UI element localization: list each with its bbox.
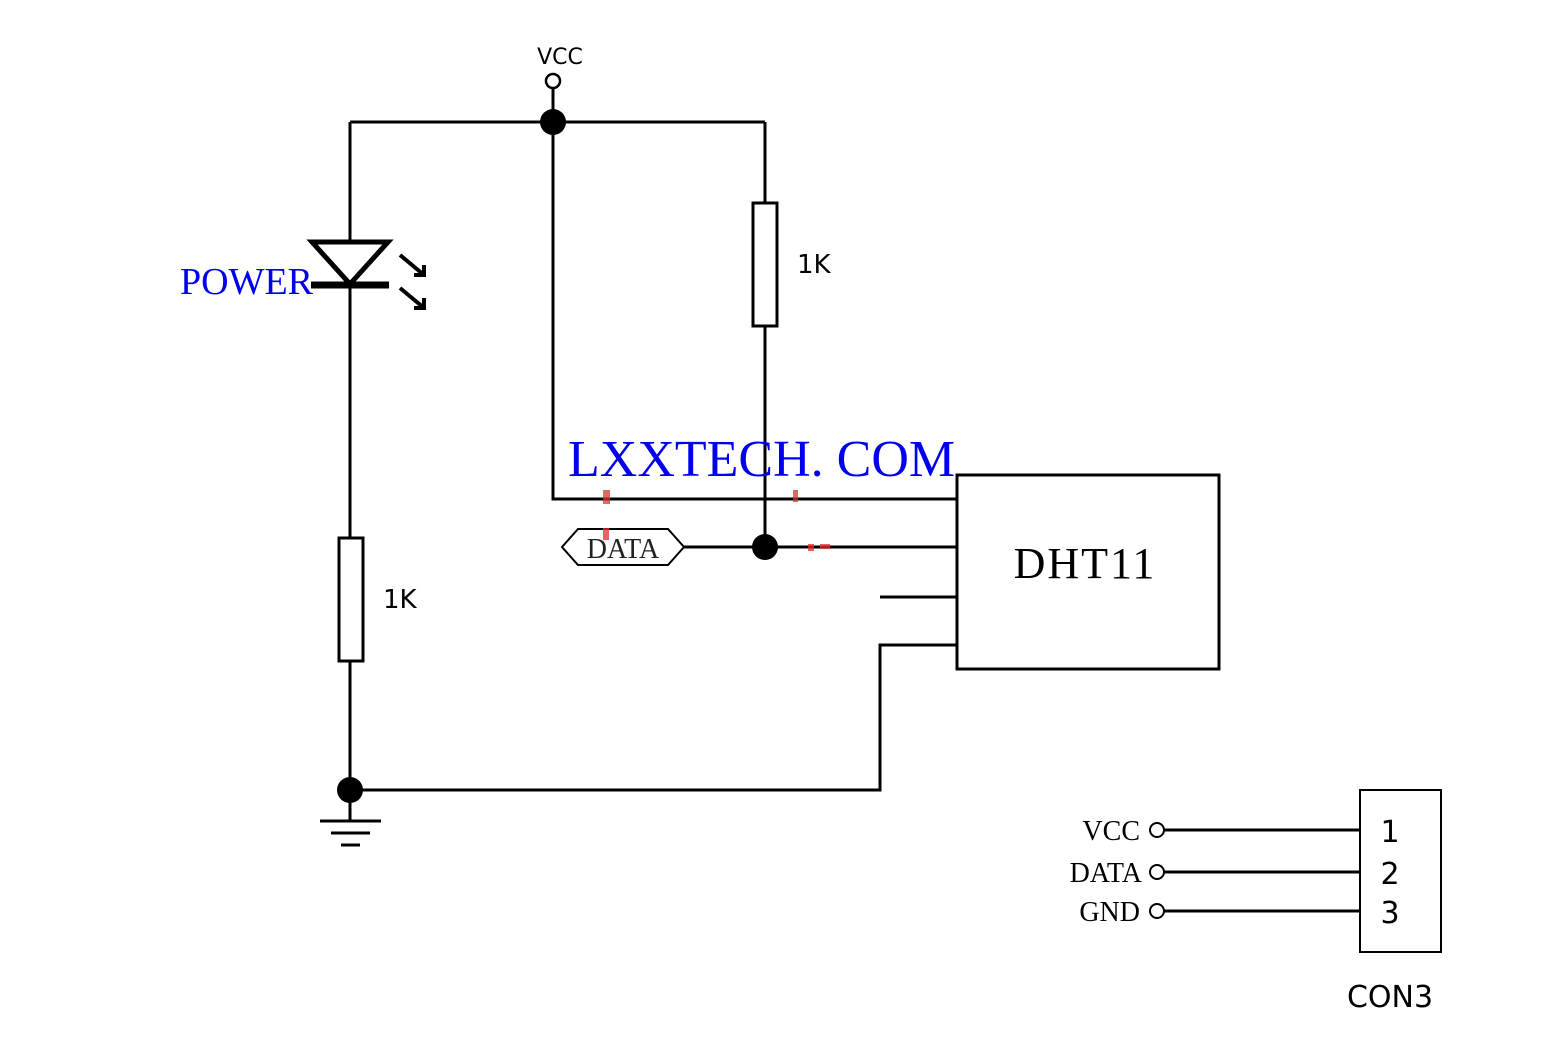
connector-terminal-vcc: [1149, 822, 1165, 838]
vcc-terminal: VCC: [537, 45, 583, 122]
connector-terminal-gnd: [1149, 903, 1165, 919]
con3-label: CON3: [1347, 980, 1433, 1015]
ground-symbol-icon: [320, 819, 381, 847]
connector-pin-name-data: DATA: [1070, 858, 1143, 889]
vcc-terminal-circle: [544, 72, 562, 90]
data-net-label: DATA: [587, 534, 660, 565]
data-net: DATA: [560, 528, 957, 566]
pullup-resistor: [751, 201, 779, 328]
vcc-label: VCC: [537, 45, 583, 70]
con3-body: [1359, 789, 1442, 953]
pullup-branch: 1K: [751, 122, 832, 547]
connector-pin-name-vcc: VCC: [1082, 816, 1140, 847]
led-light-arrows-icon: [398, 253, 426, 310]
dht11-sensor-box: [955, 473, 1221, 671]
led-resistor-label: 1K: [383, 585, 418, 615]
dht11-label: DHT11: [1014, 539, 1157, 588]
watermark-text: LXXTECH. COM: [568, 431, 955, 488]
con3-connector: VCC 1 DATA 2 GND 3 CON3: [1070, 789, 1442, 1015]
connector-pin-number-1: 1: [1380, 815, 1399, 850]
connector-pin-number-2: 2: [1380, 857, 1399, 892]
led-symbol: [306, 239, 394, 288]
connector-pin-number-3: 3: [1380, 896, 1399, 931]
sensor-vcc-wire: [551, 122, 957, 501]
data-junction-dot: [752, 534, 778, 560]
led-branch: POWER 1K: [180, 122, 426, 790]
power-led-label: POWER: [180, 261, 314, 303]
red-artifacts: [603, 490, 830, 551]
connector-terminal-data: [1149, 864, 1165, 880]
pullup-resistor-label: 1K: [797, 250, 832, 280]
connector-pin-name-gnd: GND: [1079, 897, 1140, 928]
led-resistor: [337, 536, 365, 663]
ground-wire: [350, 643, 957, 792]
